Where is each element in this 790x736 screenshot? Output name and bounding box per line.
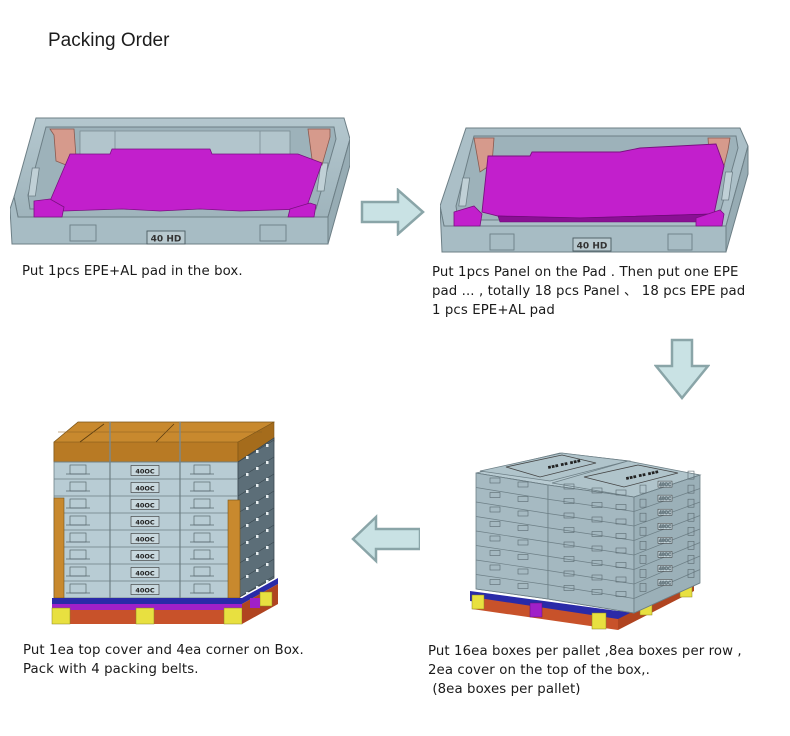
step-4-caption: Put 1ea top cover and 4ea corner on Box.… xyxy=(23,641,304,679)
step-2-illustration: 40 HD xyxy=(440,127,749,253)
box-label-frame xyxy=(130,567,160,578)
page-title: Packing Order xyxy=(48,30,170,51)
handle-cutout xyxy=(489,492,501,498)
caption-line: Put 1pcs EPE+AL pad in the box. xyxy=(22,264,243,279)
arrow-left-icon xyxy=(351,514,420,564)
handle-cutout xyxy=(563,585,575,591)
box-label: 40OC xyxy=(135,501,155,509)
handle-cutout xyxy=(615,562,627,568)
step-3-caption: Put 16ea boxes per pallet ,8ea boxes per… xyxy=(428,642,742,699)
box-row-divider xyxy=(475,582,701,614)
handle-cutout xyxy=(517,583,529,589)
handle-cutout xyxy=(591,516,603,523)
handle-cutout xyxy=(517,554,529,560)
handle-cutout xyxy=(489,535,501,542)
corner-pad xyxy=(307,128,331,166)
box-label: 40OC xyxy=(659,496,671,501)
caption-line: Put 1ea top cover and 4ea corner on Box. xyxy=(23,643,304,658)
box-label: 40 HD xyxy=(151,235,182,245)
caption-line: Pack with 4 packing belts. xyxy=(23,662,199,677)
corner-protector xyxy=(227,499,241,599)
box-label: 40OC xyxy=(135,569,155,577)
handle-cutout xyxy=(615,591,627,597)
box-label-frame xyxy=(130,482,160,493)
display-panel xyxy=(481,143,725,219)
handle-cutout xyxy=(591,487,603,494)
handle-cutout xyxy=(489,477,501,484)
box-label-frame xyxy=(130,533,160,544)
handle-cutout xyxy=(591,545,603,552)
box-label: 40OC xyxy=(659,482,671,487)
pallet xyxy=(51,578,278,625)
handle-cutout xyxy=(517,481,529,488)
handle-cutout xyxy=(489,579,501,585)
handle-cutout xyxy=(591,589,603,595)
caption-line: pad ... , totally 18 pcs Panel 、 18 pcs … xyxy=(432,284,746,299)
handle-cutout xyxy=(591,502,603,508)
handle-cutout xyxy=(615,504,627,510)
arrow-right-icon xyxy=(360,188,425,236)
handle-cutout xyxy=(563,483,575,490)
caption-line: Put 1pcs Panel on the Pad . Then put one… xyxy=(432,265,739,280)
handle-cutout xyxy=(563,512,575,519)
handle-cutout xyxy=(591,574,603,581)
box-label: 40 HD xyxy=(577,242,608,252)
box-label: 40OC xyxy=(135,484,155,492)
box-label: 40OC xyxy=(659,566,671,571)
handle-cutout xyxy=(489,521,501,527)
handle-cutout xyxy=(489,506,501,513)
box-label: 40OC xyxy=(659,524,671,529)
handle-cutout xyxy=(591,560,603,566)
handle-cutout xyxy=(615,547,627,554)
step-2-caption: Put 1pcs Panel on the Pad . Then put one… xyxy=(432,263,745,320)
handle-cutout xyxy=(517,539,529,546)
box-label: 40OC xyxy=(135,518,155,526)
box-label-frame xyxy=(130,516,160,527)
handle-cutout xyxy=(517,496,529,502)
step-1-caption: Put 1pcs EPE+AL pad in the box. xyxy=(22,262,243,281)
box-label-frame xyxy=(130,499,160,510)
box-label: 40OC xyxy=(135,467,155,475)
handle-cutout xyxy=(563,527,575,533)
handle-cutout xyxy=(615,533,627,539)
box-label: 40OC xyxy=(135,535,155,543)
handle-cutout xyxy=(563,570,575,577)
handle-cutout xyxy=(615,489,627,496)
box-label-frame xyxy=(130,465,160,476)
corner-protector xyxy=(53,497,65,599)
caption-line: Put 16ea boxes per pallet ,8ea boxes per… xyxy=(428,644,742,659)
caption-line: 1 pcs EPE+AL pad xyxy=(432,303,555,318)
epe-al-pad xyxy=(49,148,323,212)
box-label: 40OC xyxy=(659,580,671,585)
box-label: 40OC xyxy=(659,552,671,557)
handle-cutout xyxy=(615,576,627,583)
handle-cutout xyxy=(489,564,501,571)
box-label: 40OC xyxy=(135,552,155,560)
caption-line: (8ea boxes per pallet) xyxy=(428,682,581,697)
handle-cutout xyxy=(563,498,575,504)
handle-cutout xyxy=(563,556,575,562)
handle-cutout xyxy=(517,510,529,517)
step-1-illustration: 40 HD xyxy=(10,117,350,245)
box-label: 40OC xyxy=(659,510,671,515)
caption-line: 2ea cover on the top of the box,. xyxy=(428,663,650,678)
handle-cutout xyxy=(563,541,575,548)
box-label-frame xyxy=(130,584,160,595)
box-label-frame xyxy=(130,550,160,561)
handle-cutout xyxy=(489,550,501,556)
arrow-down-icon xyxy=(654,338,710,400)
handle-cutout xyxy=(517,525,529,531)
handle-cutout xyxy=(517,568,529,575)
handle-cutout xyxy=(615,518,627,525)
box-label: 40OC xyxy=(135,586,155,594)
step-4-illustration: 40OC 40OC 40OC 40OC 40OC 40OC 40OC 40OC xyxy=(51,421,278,625)
step-3-illustration: ▪▪▪ ▪▪ ▪▪▪ ▪▪▪ ▪▪ ▪▪▪ 40OC40OC40OC40OC40… xyxy=(470,452,702,630)
handle-cutout xyxy=(591,531,603,537)
box-label: 40OC xyxy=(659,538,671,543)
